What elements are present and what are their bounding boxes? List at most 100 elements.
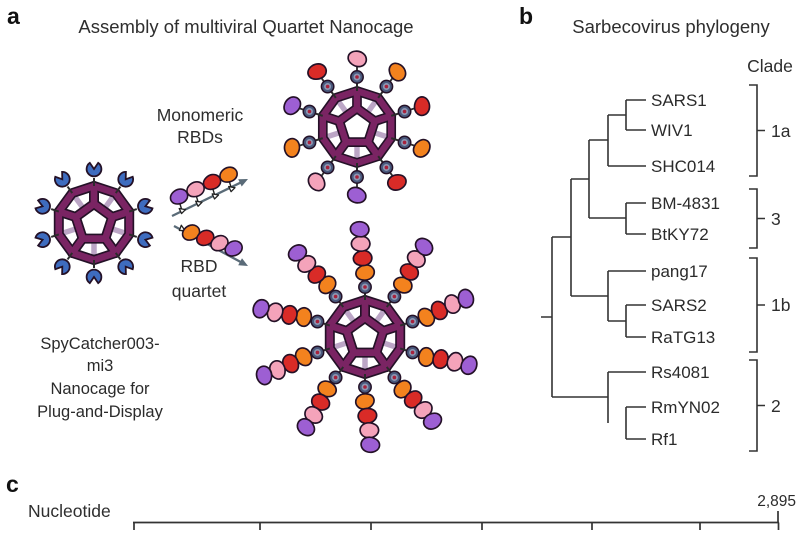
clade-header: Clade xyxy=(747,56,793,76)
spytag-connector-icon xyxy=(320,160,335,175)
rbd-icon xyxy=(360,436,381,454)
rbd-icon xyxy=(252,298,270,319)
rbd-icon xyxy=(294,347,313,367)
rbd-icon xyxy=(347,50,368,68)
tree-leaf-label: pang17 xyxy=(651,262,708,281)
rbd-icon xyxy=(202,173,222,191)
tree-leaf-label: RaTG13 xyxy=(651,328,715,347)
rbd-icon xyxy=(219,166,238,183)
nucleotide-label: Nucleotide xyxy=(28,501,111,521)
spytag-connector-icon xyxy=(397,104,412,119)
clade-label: 1b xyxy=(771,295,790,315)
spytag-connector-icon xyxy=(405,345,420,360)
clade-brackets xyxy=(749,84,765,452)
rbd-icon xyxy=(304,405,324,424)
rbd-quartet-label: RBD xyxy=(181,256,218,276)
monomeric-rbds-label: Monomeric xyxy=(157,105,244,125)
rbd-icon xyxy=(412,138,431,158)
tree-leaf-label: RmYN02 xyxy=(651,398,720,417)
rbd-icon xyxy=(287,244,308,262)
caption-line: Plug-and-Display xyxy=(37,403,163,421)
rbd-icon xyxy=(297,254,317,273)
rbd-icon xyxy=(417,307,436,327)
spytag-connector-icon xyxy=(328,370,343,385)
clade-label: 3 xyxy=(771,209,781,229)
tree-leaf-label: BM-4831 xyxy=(651,194,720,213)
rbd-icon xyxy=(310,393,331,411)
spytag-connector-icon xyxy=(320,79,335,94)
spytag-connector-icon xyxy=(302,104,317,119)
mi3-label: mi3 xyxy=(87,357,114,375)
rbd-icon xyxy=(281,353,300,374)
spycatcher-icon xyxy=(85,161,103,178)
spycatcher-icon xyxy=(117,170,134,188)
tree-leaf-label: Rs4081 xyxy=(651,363,710,382)
panel-a-title: Assembly of multiviral Quartet Nanocage xyxy=(78,16,413,37)
spytag-connector-icon xyxy=(358,380,372,394)
rbd-icon xyxy=(210,234,229,252)
spytag-chevron-icon xyxy=(211,193,220,200)
phylogenetic-tree xyxy=(541,99,646,440)
spytag-connector-icon xyxy=(310,314,325,329)
tree-leaf-label: SARS1 xyxy=(651,91,707,110)
spycatcher-icon xyxy=(34,231,51,248)
spytag-connector-icon xyxy=(379,79,394,94)
rbd-icon xyxy=(268,359,286,380)
rbd-icon xyxy=(393,379,412,399)
tree-leaf-label: Rf1 xyxy=(651,430,677,449)
rbd-icon xyxy=(386,173,407,191)
rbd-icon xyxy=(392,276,413,294)
rbd-icon xyxy=(414,237,434,257)
rbd-icon xyxy=(318,275,337,295)
rbd-icon xyxy=(406,250,426,269)
spytag-connector-icon xyxy=(310,345,325,360)
rbd-icon xyxy=(432,349,450,370)
spycatcher-icon xyxy=(85,268,103,285)
rbd-icon xyxy=(417,346,435,368)
spycatcher-icon xyxy=(117,258,134,276)
nanocage-bare-icon xyxy=(34,161,154,285)
panel-a-label: a xyxy=(7,3,20,29)
rbd-quartet-label: quartet xyxy=(172,281,227,301)
nanocage-monomeric-icon xyxy=(283,50,431,204)
spytag-connector-icon xyxy=(328,289,343,304)
rbd-icon xyxy=(413,96,431,117)
panel-b-title: Sarbecovirus phylogeny xyxy=(572,16,770,37)
rbd-icon xyxy=(266,302,284,323)
tree-leaf-label: WIV1 xyxy=(651,121,693,140)
rbd-icon xyxy=(169,188,189,205)
rbd-icon xyxy=(399,263,420,281)
tree-leaf-label: BtKY72 xyxy=(651,225,709,244)
rbd-icon xyxy=(186,181,205,198)
nucleotide-ruler xyxy=(133,511,780,530)
rbd-icon xyxy=(283,96,302,116)
rbd-icon xyxy=(388,62,407,82)
spycatcher-icon xyxy=(34,198,51,215)
monomeric-rbd-icons xyxy=(169,166,238,215)
spycatcher-icon xyxy=(137,198,154,215)
clade-label: 2 xyxy=(771,396,781,416)
rbd-icon xyxy=(224,240,243,257)
rbd-icon xyxy=(195,229,215,247)
rbd-icon xyxy=(349,220,370,238)
rbd-icon xyxy=(403,390,423,409)
spytag-connector-icon xyxy=(358,280,372,294)
clade-label: 1a xyxy=(771,121,791,141)
panel-c-label: c xyxy=(6,471,19,497)
spytag-chevron-icon xyxy=(228,185,236,193)
tree-leaf-label: SARS2 xyxy=(651,296,707,315)
spycatcher-icon xyxy=(54,170,71,188)
panel-a-art xyxy=(34,50,478,454)
rbd-icon xyxy=(255,365,273,386)
spytag-connector-icon xyxy=(379,160,394,175)
rbd-icon xyxy=(457,288,475,309)
rbd-icon xyxy=(444,294,462,315)
rbd-icon xyxy=(307,172,326,192)
rbd-icon xyxy=(280,304,298,325)
rbd-icon xyxy=(354,393,375,410)
rbd-icon xyxy=(359,421,380,439)
rbd-icon xyxy=(352,249,373,267)
caption-line: Nanocage for xyxy=(50,380,150,398)
nanocage-quartet-icon xyxy=(252,220,478,454)
